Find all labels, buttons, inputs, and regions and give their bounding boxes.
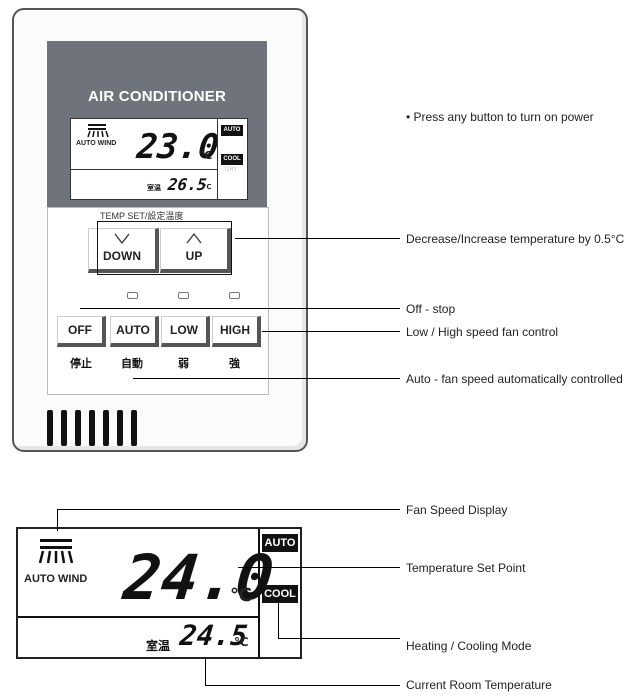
leader-line <box>57 509 58 531</box>
temp-set-label: TEMP SET/設定温度 <box>100 211 184 221</box>
vent-slot <box>89 410 95 446</box>
mode-auto-tag: AUTO <box>262 534 298 552</box>
vent-slot <box>117 410 123 446</box>
leader-line <box>57 509 400 510</box>
room-temperature: 26.5 <box>167 175 208 194</box>
lcd-vertical-divider <box>217 119 218 199</box>
annotation-power: • Press any button to turn on power <box>406 110 594 124</box>
fan-label: AUTO WIND <box>24 573 88 585</box>
annotation-lowhigh: Low / High speed fan control <box>406 325 559 339</box>
mode-auto-tag: AUTO <box>221 125 243 136</box>
vent-slot <box>61 410 67 446</box>
leader-line <box>238 567 400 568</box>
lcd-divider <box>18 616 258 618</box>
auto-button[interactable]: AUTO <box>110 316 159 347</box>
mode-dry-tag: DRY <box>225 167 238 173</box>
leader-line <box>278 600 279 638</box>
small-lcd: AUTO WIND 23.0 ℃ 室温 26.5 ℃ AUTO COOL DRY <box>70 118 248 200</box>
off-button[interactable]: OFF <box>57 316 106 347</box>
high-jp-label: 強 <box>229 358 240 370</box>
temp-buttons-highlight <box>97 221 232 275</box>
up-button[interactable]: UP <box>160 228 231 273</box>
leader-line <box>278 638 400 639</box>
leader-line <box>80 308 400 309</box>
led-indicator <box>229 292 240 299</box>
led-indicator <box>178 292 189 299</box>
mode-cool-tag: COOL <box>262 585 298 603</box>
low-button[interactable]: LOW <box>161 316 210 347</box>
leader-line <box>205 685 400 686</box>
vent-slot <box>131 410 137 446</box>
set-temperature: 24.0 <box>120 541 278 614</box>
vent-slot <box>75 410 81 446</box>
annotation-mode: Heating / Cooling Mode <box>406 639 532 653</box>
leader-line <box>205 657 206 685</box>
lcd-vertical-divider <box>258 529 260 657</box>
annotation-room: Current Room Temperature <box>406 678 552 692</box>
fan-icon <box>87 124 109 138</box>
fan-label: AUTO WIND <box>76 140 117 147</box>
high-button[interactable]: HIGH <box>212 316 261 347</box>
lcd-divider <box>71 169 217 170</box>
down-button[interactable]: DOWN <box>88 228 159 273</box>
chevron-up-icon <box>186 232 202 244</box>
large-lcd: AUTO WIND 24.0 ℃ 室温 24.5 ℃ AUTO COOL <box>16 527 302 659</box>
auto-jp-label: 自動 <box>121 358 143 370</box>
annotation-auto: Auto - fan speed automatically controlle… <box>406 372 623 386</box>
room-temp-unit: ℃ <box>234 635 249 649</box>
room-label: 室温 <box>147 185 161 192</box>
low-jp-label: 弱 <box>178 358 189 370</box>
down-label: DOWN <box>103 249 141 263</box>
vent-slot <box>103 410 109 446</box>
annotation-off: Off - stop <box>406 302 456 316</box>
annotation-fan-display: Fan Speed Display <box>406 503 508 517</box>
led-indicator <box>127 292 138 299</box>
annotation-setpoint: Temperature Set Point <box>406 561 526 575</box>
room-temp-unit: ℃ <box>203 184 212 191</box>
room-label: 室温 <box>146 639 171 653</box>
chevron-down-icon <box>114 233 130 244</box>
set-temp-unit: ℃ <box>230 585 252 605</box>
mode-cool-tag: COOL <box>221 154 243 165</box>
up-label: UP <box>185 249 203 263</box>
fan-icon <box>38 539 74 564</box>
remote-title: AIR CONDITIONER <box>88 88 226 105</box>
set-temp-unit: ℃ <box>199 150 213 162</box>
annotation-incdec: Decrease/Increase temperature by 0.5°C <box>406 232 625 246</box>
off-jp-label: 停止 <box>70 358 92 370</box>
leader-line <box>235 238 400 239</box>
leader-line <box>262 331 400 332</box>
leader-line <box>133 378 400 379</box>
vent-slot <box>47 410 53 446</box>
